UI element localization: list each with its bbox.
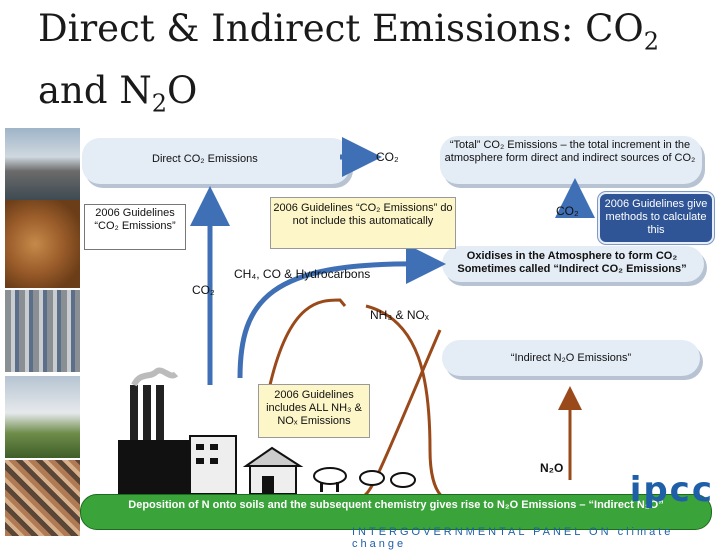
title-line1: Direct & Indirect Emissions: CO xyxy=(38,7,644,50)
panel-total-co2 xyxy=(440,136,702,184)
deposition-bar: Deposition of N onto soils and the subse… xyxy=(80,494,712,530)
co2-top-label: CO₂ xyxy=(376,150,399,164)
callout-nh3-nox: 2006 Guidelines includes ALL NH₃ & NOₓ E… xyxy=(258,384,370,438)
panel-indirect-n2o xyxy=(442,340,700,376)
nh3-label: NH₃ & NOₓ xyxy=(370,308,429,322)
arrow-nh3-curve xyxy=(268,298,347,386)
house-icon xyxy=(242,446,304,495)
oxidises-label: Oxidises in the Atmosphere to form CO₂ S… xyxy=(457,250,687,275)
indirect-n2o-label: “Indirect N₂O Emissions” xyxy=(510,352,632,364)
ipcc-subtitle: INTERGOVERNMENTAL PANEL ON climate chang… xyxy=(352,526,674,550)
title-line2-subscript: 2 xyxy=(151,89,167,118)
panel-oxidises xyxy=(442,246,704,282)
ch4-label: CH₄, CO & Hydrocarbons xyxy=(234,267,371,281)
photo-cattle xyxy=(5,200,80,288)
photo-industrial-plant xyxy=(5,128,80,200)
sheep-icon xyxy=(359,470,385,486)
title-line2b: O xyxy=(167,69,198,113)
panel-direct-co2 xyxy=(82,138,350,184)
arrow-ch4-curve xyxy=(237,244,446,379)
pig-icon xyxy=(390,472,416,488)
n2o-label: N₂O xyxy=(540,461,564,475)
cow-icon xyxy=(313,467,347,492)
slide-title: Direct & Indirect Emissions: CO2 and N2O xyxy=(38,4,718,129)
co2-left-label: CO₂ xyxy=(192,283,215,297)
title-line1-subscript: 2 xyxy=(643,27,660,56)
title-line2a: and N xyxy=(38,69,152,113)
photo-crowd xyxy=(5,460,80,536)
factory-icon xyxy=(118,367,237,495)
photo-cooling-towers xyxy=(5,376,80,458)
callout-not-include: 2006 Guidelines “CO₂ Emissions” do not i… xyxy=(270,197,456,249)
callout-guidelines-co2: 2006 Guidelines “CO₂ Emissions” xyxy=(84,204,186,250)
callout-methods: 2006 Guidelines give methods to calculat… xyxy=(598,192,714,244)
direct-co2-label: Direct CO₂ Emissions xyxy=(152,153,258,165)
deposition-text: Deposition of N onto soils and the subse… xyxy=(128,499,664,511)
photo-traffic xyxy=(5,290,80,372)
co2-right-label: CO₂ xyxy=(556,204,579,218)
total-co2-label: “Total” CO₂ Emissions – the total increm… xyxy=(444,139,696,164)
ipcc-logo: ipcc xyxy=(629,470,714,510)
